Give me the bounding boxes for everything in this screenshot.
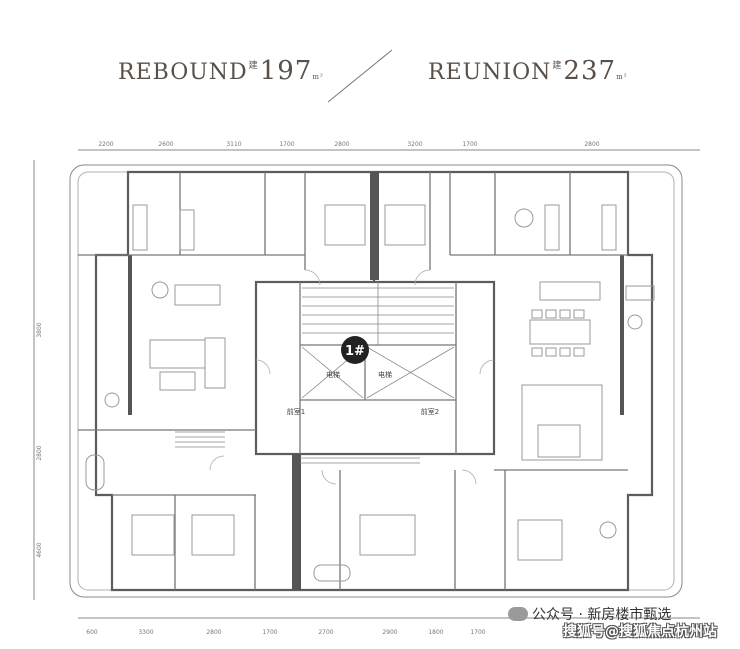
rebound-name: REBOUND — [118, 60, 248, 85]
dim-bottom-5: 2700 — [318, 629, 333, 636]
bed-bottom-left-2 — [191, 514, 235, 556]
dim-top-6: 3200 — [407, 141, 422, 148]
sofa-left — [149, 339, 206, 369]
shear-wall-right — [620, 255, 624, 415]
bottom-stairs — [175, 431, 420, 464]
wardrobe-right — [625, 285, 655, 301]
dining-chairs-right — [531, 309, 585, 357]
rebound-unit: m² — [312, 73, 324, 81]
shear-wall-left — [128, 255, 132, 415]
dim-bottom-2: 3300 — [138, 629, 153, 636]
bed-bottom-left — [131, 514, 175, 556]
bathtub-left — [85, 454, 105, 491]
dim-top-8: 2800 — [584, 141, 599, 148]
bed-top-left — [324, 204, 366, 246]
dim-top-2: 2600 — [158, 141, 173, 148]
building-badge-bg — [341, 336, 369, 364]
dim-left-2: 2800 — [36, 445, 43, 460]
watermark-wechat: 公众号 · 新房楼市甄选 — [508, 604, 671, 624]
dim-top-1: 2200 — [98, 141, 113, 148]
elevator-2-label: 电梯 — [378, 370, 392, 379]
dim-top-4: 1700 — [279, 141, 294, 148]
counter-right — [601, 204, 617, 251]
coffee-table-left — [159, 371, 196, 391]
watermark-sohu: 搜狐号@搜狐焦点杭州站 — [563, 624, 717, 640]
reunion-unit: m² — [616, 73, 628, 81]
rebound-area: 197 — [259, 56, 313, 86]
wechat-icon — [508, 607, 528, 621]
bed-bottom-mid — [359, 514, 416, 556]
reunion-prefix: 建 — [552, 61, 563, 71]
rebound-title: REBOUND建197m² — [118, 56, 324, 86]
watermark-line1: 公众号 · 新房楼市甄选 — [532, 607, 672, 623]
reunion-title: REUNION建237m² — [428, 56, 628, 86]
outer-slab — [69, 164, 683, 598]
dim-bottom-3: 2800 — [206, 629, 221, 636]
core-box — [254, 280, 496, 456]
dim-bottom-8: 1700 — [470, 629, 485, 636]
rebound-prefix: 建 — [248, 61, 259, 71]
shear-wall-top — [370, 172, 379, 280]
counter-left-2 — [179, 209, 195, 251]
counter-right-2 — [544, 204, 560, 251]
lobby-1-label: 前室1 — [287, 407, 305, 416]
counter-left — [132, 204, 148, 251]
dim-top-3: 3110 — [226, 141, 241, 148]
dim-left-1: 3800 — [36, 322, 43, 337]
building-badge: 1# — [345, 344, 365, 359]
shear-wall-bottom — [292, 454, 301, 590]
dining-table-left — [174, 284, 221, 306]
dim-bottom-6: 2900 — [382, 629, 397, 636]
dim-bottom-7: 1800 — [428, 629, 443, 636]
dim-bottom-1: 600 — [86, 629, 98, 636]
kitchen-island-right — [539, 281, 601, 301]
bathtub-bottom — [313, 564, 351, 582]
core-stairs — [301, 282, 455, 399]
dim-top-7: 1700 — [462, 141, 477, 148]
bed-bottom-right — [517, 519, 563, 561]
reunion-name: REUNION — [428, 60, 552, 85]
sofa-left-chaise — [204, 337, 226, 389]
dim-bottom-4: 1700 — [262, 629, 277, 636]
dim-top-5: 2800 — [334, 141, 349, 148]
dim-left-3: 4600 — [36, 542, 43, 557]
reunion-area: 237 — [563, 56, 617, 86]
door-swings — [209, 269, 495, 485]
living-area-right — [521, 384, 603, 461]
coffee-table-right — [537, 424, 581, 458]
dining-table-right — [529, 319, 591, 345]
lobby-2-label: 前室2 — [421, 407, 439, 416]
bed-top-right — [384, 204, 426, 246]
elevator-1-label: 电梯 — [326, 370, 340, 379]
